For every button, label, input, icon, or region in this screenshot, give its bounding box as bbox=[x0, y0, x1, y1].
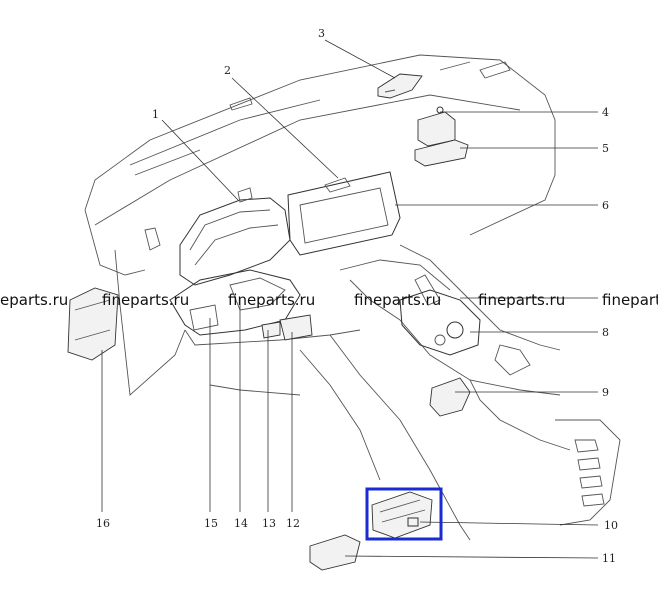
callout-9: 9 bbox=[602, 386, 609, 399]
callout-15: 15 bbox=[204, 517, 218, 530]
watermark-4: fineparts.ru bbox=[354, 291, 441, 309]
callout-16: 16 bbox=[96, 517, 110, 530]
dashboard-drawing bbox=[84, 54, 621, 541]
highlight-box bbox=[365, 487, 443, 541]
part-9-drawing bbox=[429, 377, 471, 417]
watermark-row: eparts.ru fineparts.ru fineparts.ru fine… bbox=[0, 291, 658, 309]
part-4-5-drawing bbox=[414, 106, 469, 167]
callout-5: 5 bbox=[602, 142, 609, 155]
part-11-drawing bbox=[309, 534, 361, 571]
callout-12: 12 bbox=[286, 517, 300, 530]
callout-8: 8 bbox=[602, 326, 609, 339]
callout-4: 4 bbox=[602, 106, 609, 119]
callout-6: 6 bbox=[602, 199, 609, 212]
callout-14: 14 bbox=[234, 517, 248, 530]
callout-1: 1 bbox=[152, 108, 159, 121]
leader-lines bbox=[101, 39, 599, 559]
callout-labels: 1 2 3 4 5 6 8 9 10 11 12 13 14 15 16 bbox=[96, 27, 618, 565]
callout-13: 13 bbox=[262, 517, 276, 530]
instrument-cluster-drawing bbox=[179, 187, 291, 286]
part-10-drawing bbox=[371, 491, 433, 539]
watermark-6: fineparts.ru bbox=[602, 291, 658, 309]
watermark-2: fineparts.ru bbox=[102, 291, 189, 309]
center-stack-drawing bbox=[169, 269, 313, 341]
watermark-5: fineparts.ru bbox=[478, 291, 565, 309]
callout-10: 10 bbox=[604, 519, 618, 532]
part-3-drawing bbox=[377, 73, 423, 99]
callout-2: 2 bbox=[224, 64, 231, 77]
callout-11: 11 bbox=[602, 552, 616, 565]
gear-shifter-drawing bbox=[399, 274, 481, 356]
watermark-1: eparts.ru bbox=[0, 291, 68, 309]
watermark-3: fineparts.ru bbox=[228, 291, 315, 309]
part-16-drawing bbox=[67, 287, 119, 361]
callout-3: 3 bbox=[318, 27, 325, 40]
display-screen-drawing bbox=[287, 171, 401, 256]
